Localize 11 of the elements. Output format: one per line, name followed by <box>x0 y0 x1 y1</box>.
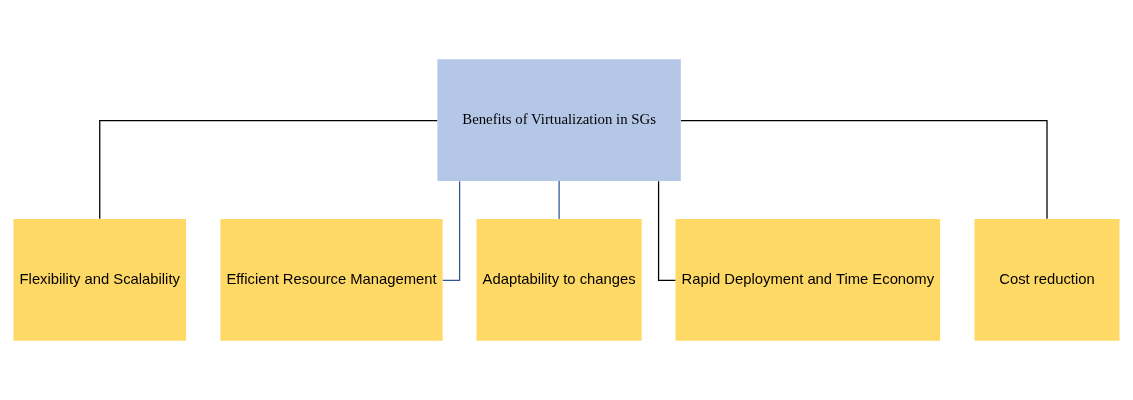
connector <box>442 180 461 282</box>
connector <box>558 180 560 220</box>
node-box: Adaptability to changes <box>476 219 642 341</box>
connector <box>657 180 677 282</box>
node-box: Cost reduction <box>974 219 1120 341</box>
node-box: Efficient Resource Management <box>220 219 443 341</box>
node-box: Rapid Deployment and Time Economy <box>675 219 941 341</box>
connector <box>99 120 438 220</box>
node-box: Flexibility and Scalability <box>13 219 186 341</box>
connector <box>680 120 1048 220</box>
node-box: Benefits of Virtualization in SGs <box>437 59 681 181</box>
